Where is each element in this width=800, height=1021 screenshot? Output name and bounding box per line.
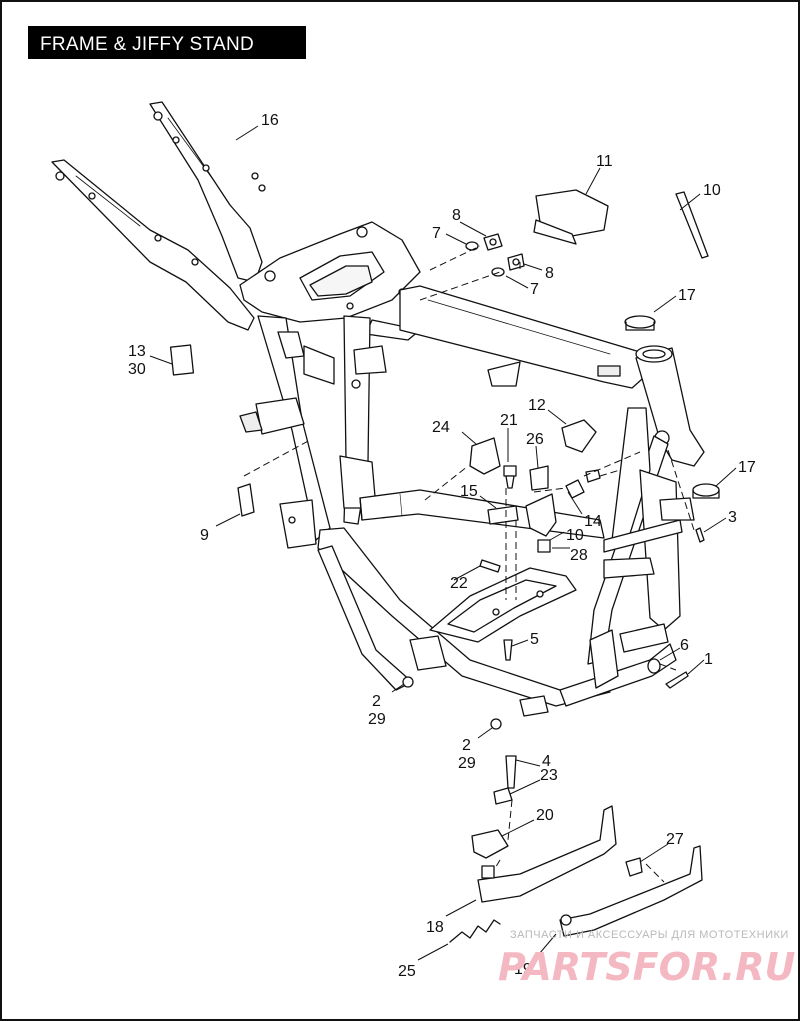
steering-head: [635, 345, 705, 467]
jiffy-stand-18: [477, 805, 617, 903]
callout-23: 23: [540, 767, 558, 784]
callout-10: 10: [566, 527, 584, 544]
callout-27: 27: [666, 831, 684, 848]
nut-8a: [483, 233, 503, 251]
callout-29: 29: [458, 755, 476, 772]
callout-5: 5: [530, 631, 539, 648]
callout-26: 26: [526, 431, 544, 448]
rear-uprights: [239, 315, 387, 549]
plug-17b: [692, 483, 720, 499]
bolt-22: [479, 559, 501, 573]
callout-17: 17: [738, 459, 756, 476]
transmission-mount-plate: [429, 567, 577, 643]
bracket-9: [237, 483, 255, 517]
bracket-15: [487, 505, 519, 525]
callout-1: 1: [704, 651, 713, 668]
callout-13: 13: [128, 343, 146, 360]
bolt-5: [503, 639, 513, 661]
lower-frame-rails: [317, 527, 677, 717]
callout-10: 10: [703, 182, 721, 199]
label-13-30: [169, 344, 195, 376]
rear-crossmember-plate: [239, 221, 421, 341]
bumper-2a: [402, 676, 414, 688]
leader-lines: [149, 125, 737, 961]
washer-7a: [465, 241, 479, 251]
callout-8: 8: [545, 265, 554, 282]
callout-17: 17: [678, 287, 696, 304]
callout-12: 12: [528, 397, 546, 414]
spacer-23: [493, 787, 513, 805]
bumper-27: [625, 857, 643, 877]
title-bar: FRAME & JIFFY STAND: [28, 26, 306, 59]
callout-3: 3: [728, 509, 737, 526]
callout-2: 2: [462, 737, 471, 754]
rear-frame-rails: [51, 101, 266, 331]
jiffy-stand-19: [559, 845, 703, 937]
pad-24: [469, 437, 501, 475]
callout-6: 6: [680, 637, 689, 654]
washer-6: [647, 658, 661, 674]
clip-26: [529, 465, 549, 491]
washer-7b: [491, 267, 505, 277]
front-downtubes: [587, 407, 695, 665]
callout-24: 24: [432, 419, 450, 436]
watermark-caption: ЗАПЧАСТИ И АКСЕССУАРЫ ДЛЯ МОТОТЕХНИКИ: [510, 929, 789, 941]
bumper-2b: [490, 718, 502, 730]
callout-7: 7: [530, 281, 539, 298]
bolt-4: [505, 755, 517, 789]
cotter-pin-1: [665, 671, 689, 689]
callout-7: 7: [432, 225, 441, 242]
callout-16: 16: [261, 112, 279, 129]
cap-12: [561, 419, 597, 453]
callout-4: 4: [542, 753, 551, 770]
alignment-lines: [243, 245, 695, 883]
callout-15: 15: [460, 483, 478, 500]
diagram-title: FRAME & JIFFY STAND: [40, 34, 254, 55]
cable-strap-10: [675, 191, 709, 259]
callout-29: 29: [368, 711, 386, 728]
callout-18: 18: [426, 919, 444, 936]
callout-19: 19: [514, 961, 532, 978]
battery-tray-11: [533, 189, 609, 245]
callout-25: 25: [398, 963, 416, 980]
callout-20: 20: [536, 807, 554, 824]
callout-30: 30: [128, 361, 146, 378]
callout-14: 14: [584, 513, 602, 530]
callout-11: 11: [596, 153, 613, 170]
callout-21: 21: [500, 412, 518, 429]
bracket-20: [471, 829, 509, 859]
callout-22: 22: [450, 575, 468, 592]
callout-labels: 16 11 10 8 7 8 7 17 13 30 12 24 21 26 17…: [128, 112, 756, 980]
spring-25: [449, 919, 501, 943]
frame-backbone: [399, 285, 651, 389]
callout-9: 9: [200, 527, 209, 544]
screw-3: [695, 527, 705, 543]
callout-2: 2: [372, 693, 381, 710]
plug-17a: [624, 315, 656, 331]
watermark: ЗАПЧАСТИ И АКСЕССУАРЫ ДЛЯ МОТОТЕХНИКИ PA…: [498, 929, 796, 989]
bolt-14: [565, 469, 601, 499]
callout-8: 8: [452, 207, 461, 224]
bolt-21: [503, 465, 517, 489]
callout-28: 28: [570, 547, 588, 564]
watermark-logo: PARTSFOR.RU: [498, 945, 796, 989]
bracket-14-28: [525, 493, 557, 553]
